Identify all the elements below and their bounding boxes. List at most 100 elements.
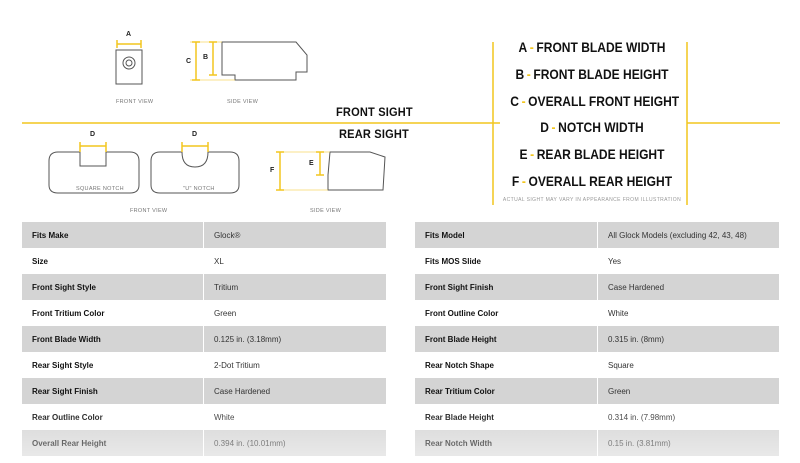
- spec-label: Rear Notch Width: [415, 430, 598, 456]
- legend-letter: F: [511, 172, 520, 189]
- diagram-lines: [22, 40, 780, 205]
- rear-sight-side-view-caption: SIDE VIEW: [310, 208, 342, 214]
- spec-value: 0.15 in. (3.81mm): [597, 430, 779, 456]
- dim-letter-e: E: [309, 160, 314, 167]
- spec-value: Yes: [597, 248, 779, 274]
- table-row: Rear Notch Shape Square: [415, 352, 779, 378]
- spec-value: 0.394 in. (10.01mm): [203, 430, 386, 456]
- spec-label: Front Sight Finish: [415, 274, 598, 300]
- spec-value: White: [597, 300, 779, 326]
- front-sight-front-view-caption: FRONT VIEW: [116, 99, 154, 105]
- spec-value: 0.315 in. (8mm): [597, 326, 779, 352]
- spec-label: Size: [32, 256, 49, 266]
- spec-label: Fits MOS Slide: [425, 256, 482, 266]
- spec-value: Green: [597, 378, 779, 404]
- spec-label: Fits Make: [22, 222, 204, 248]
- square-notch-caption: SQUARE NOTCH: [76, 186, 124, 192]
- legend-row-c: C-OVERALL FRONT HEIGHT: [510, 88, 679, 115]
- legend-dash: -: [551, 119, 556, 136]
- spec-label: Fits Model: [415, 222, 598, 248]
- legend-row-f: F-OVERALL REAR HEIGHT: [510, 168, 673, 195]
- front-sight-title: FRONT SIGHT: [336, 105, 413, 119]
- front-sight-side-view-caption: SIDE VIEW: [227, 99, 259, 105]
- spec-label: Rear Tritium Color: [415, 378, 598, 404]
- table-row: Front Outline Color White: [415, 300, 779, 326]
- dim-letter-a: A: [126, 31, 132, 38]
- legend-dash: -: [526, 65, 531, 82]
- spec-label: Overall Rear Height: [22, 430, 204, 456]
- legend-row-b: B-FRONT BLADE HEIGHT: [510, 61, 673, 88]
- rear-sight-title: REAR SIGHT: [339, 127, 409, 141]
- table-row: Rear Blade Height 0.314 in. (7.98mm): [415, 404, 779, 430]
- table-row: Rear Sight Style 2-Dot Tritium: [22, 352, 386, 378]
- legend-dash: -: [521, 92, 526, 109]
- spec-value: 2-Dot Tritium: [203, 352, 386, 378]
- legend-note: ACTUAL SIGHT MAY VARY IN APPEARANCE FROM…: [502, 196, 682, 203]
- dim-letter-d-u: D: [192, 131, 198, 138]
- spec-value: 0.125 in. (3.18mm): [203, 326, 386, 352]
- spec-label: Front Tritium Color: [32, 308, 105, 318]
- dim-letter-b: B: [203, 54, 209, 61]
- spec-label: Front Outline Color: [425, 308, 499, 318]
- front-sight-tritium-dot: [122, 56, 136, 70]
- spec-value: Green: [203, 300, 386, 326]
- dim-letter-d-square: D: [90, 131, 96, 138]
- legend-letter: D: [540, 119, 549, 136]
- legend-letter: B: [515, 65, 525, 82]
- legend-row-d: D-NOTCH WIDTH: [510, 114, 673, 141]
- spec-value: Square: [597, 352, 779, 378]
- legend-letter: C: [510, 92, 520, 109]
- legend-dash: -: [521, 172, 526, 189]
- front-sight-front-view-shape: [115, 49, 143, 85]
- legend-row-e: E-REAR BLADE HEIGHT: [510, 141, 673, 168]
- legend-text: NOTCH WIDTH: [558, 119, 644, 136]
- spec-label: Rear Sight Finish: [22, 378, 204, 404]
- spec-value: All Glock Models (excluding 42, 43, 48): [597, 222, 779, 248]
- spec-value: Glock®: [203, 222, 386, 248]
- u-notch-caption: "U" NOTCH: [183, 186, 215, 192]
- legend-text: OVERALL REAR HEIGHT: [528, 172, 673, 189]
- spec-value: Case Hardened: [597, 274, 779, 300]
- legend-dash: -: [530, 146, 535, 163]
- spec-label: Rear Notch Shape: [425, 360, 494, 370]
- spec-label: Rear Outline Color: [32, 412, 103, 422]
- table-row: Rear Outline Color White: [22, 404, 386, 430]
- table-row: Fits MOS Slide Yes: [415, 248, 779, 274]
- spec-value: Case Hardened: [203, 378, 386, 404]
- legend-row-a: A-FRONT BLADE WIDTH: [510, 34, 673, 61]
- legend-text: FRONT BLADE HEIGHT: [533, 65, 669, 82]
- dim-letter-c: C: [186, 58, 192, 65]
- spec-label: Rear Sight Style: [32, 360, 94, 370]
- spec-value: 0.314 in. (7.98mm): [597, 404, 779, 430]
- spec-label: Front Sight Style: [22, 274, 204, 300]
- legend-letter: A: [518, 39, 528, 55]
- front-sight-side-view-shape: [221, 41, 308, 81]
- legend-letter: E: [519, 146, 528, 163]
- spec-value: White: [203, 404, 386, 430]
- table-row: Front Tritium Color Green: [22, 300, 386, 326]
- dimension-legend: A-FRONT BLADE WIDTH B-FRONT BLADE HEIGHT…: [497, 34, 687, 203]
- legend-text: REAR BLADE HEIGHT: [536, 146, 665, 163]
- legend-text: FRONT BLADE WIDTH: [536, 39, 666, 55]
- spec-value: Tritium: [203, 274, 386, 300]
- legend-dash: -: [529, 39, 534, 55]
- dim-letter-f: F: [270, 167, 275, 174]
- spec-label: Front Blade Height: [415, 326, 598, 352]
- rear-sight-front-view-caption: FRONT VIEW: [130, 208, 168, 214]
- rear-sight-square-notch-shape: [48, 151, 140, 194]
- rear-sight-side-view-shape: [327, 151, 386, 191]
- spec-label: Rear Blade Height: [425, 412, 494, 422]
- sight-dimension-diagram: A C B D D F E FRONT VIEW SIDE VIEW SQUAR…: [0, 0, 800, 215]
